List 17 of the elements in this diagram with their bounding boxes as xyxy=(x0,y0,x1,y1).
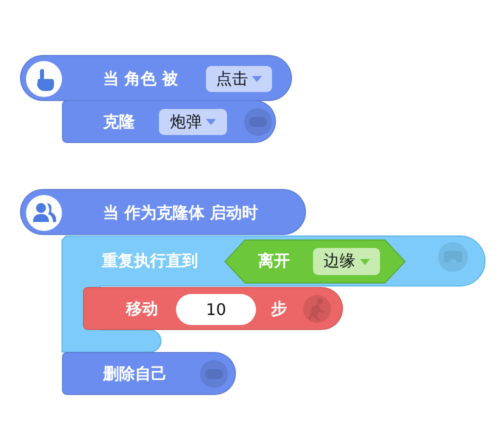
block-label: 删除自己 xyxy=(103,364,167,384)
block-label: 克隆 xyxy=(103,112,135,132)
dropdown: 点击 xyxy=(206,66,272,92)
hat-block xyxy=(20,189,306,235)
command-block xyxy=(62,352,236,395)
block-label: 重复执行直到 xyxy=(102,251,198,271)
block-label: 当 作为克隆体 启动时 xyxy=(103,203,258,223)
block-label: 当 角色 被 xyxy=(103,69,178,89)
block-label: 离开 xyxy=(258,251,290,271)
command-block xyxy=(83,287,343,330)
number-input: 10 xyxy=(176,294,256,325)
dropdown: 炮弹 xyxy=(159,109,227,135)
block-label: 移动 xyxy=(126,299,158,319)
command-block xyxy=(62,100,276,143)
hat-block xyxy=(20,55,292,101)
block-label: 步 xyxy=(271,299,287,319)
dropdown: 边缘 xyxy=(313,248,380,275)
